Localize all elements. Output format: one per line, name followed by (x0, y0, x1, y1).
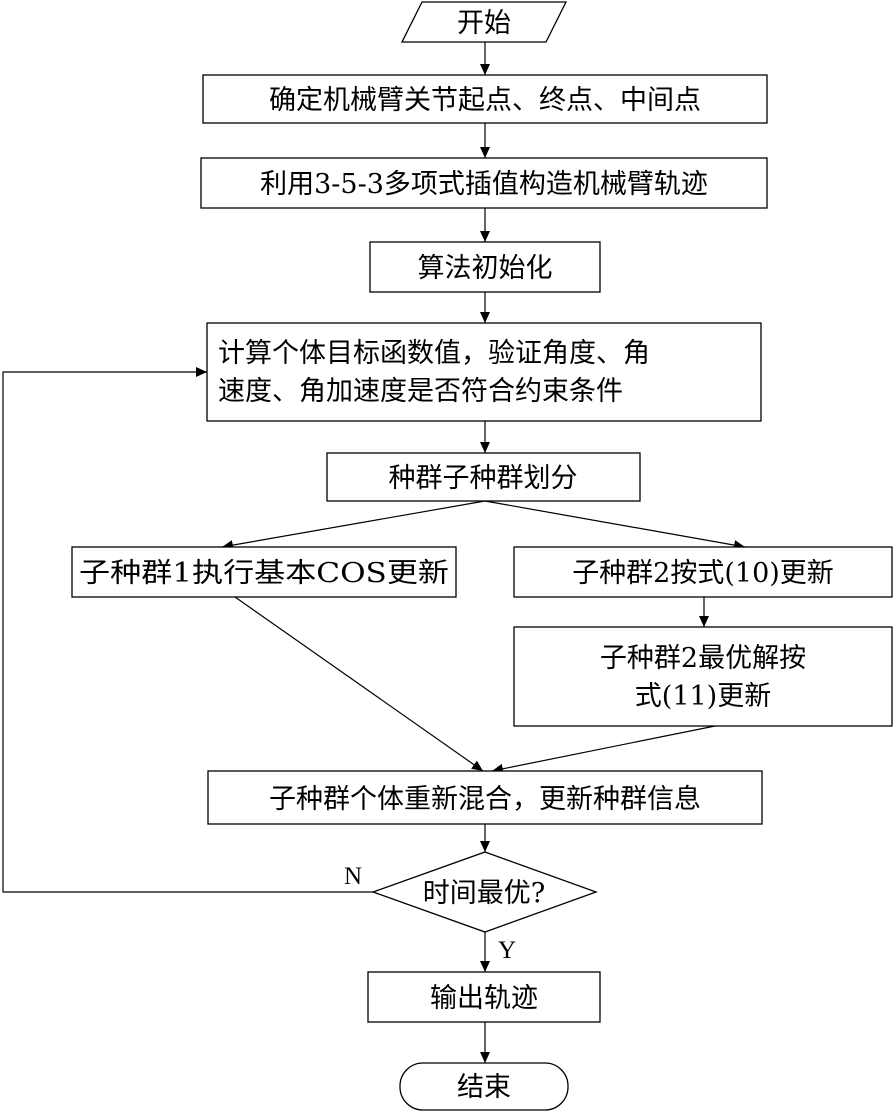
merge-step: 子种群个体重新混合，更新种群信息 (207, 770, 763, 825)
divide-step: 种群子种群划分 (326, 452, 641, 502)
start-node: 开始 (400, 1, 568, 43)
yes-branch-label: Y (498, 937, 516, 964)
edge-divide-to-sub1 (221, 500, 486, 551)
evaluate-label-line2: 速度、角加速度是否符合约束条件 (218, 376, 623, 407)
endpoints-label: 确定机械臂关节起点、终点、中间点 (269, 85, 701, 116)
sub1-label: 子种群1执行基本COS更新 (79, 558, 449, 589)
evaluate-step: 计算个体目标函数值，验证角度、角 速度、角加速度是否符合约束条件 (206, 322, 762, 422)
trajectory-label: 利用3-5-3多项式插值构造机械臂轨迹 (260, 169, 708, 200)
trajectory-step: 利用3-5-3多项式插值构造机械臂轨迹 (200, 157, 768, 209)
end-node: 结束 (399, 1062, 569, 1111)
sub2-best-step: 子种群2最优解按 式(11)更新 (513, 626, 893, 727)
edge-decision-no-loop (2, 367, 373, 893)
end-label: 结束 (457, 1072, 511, 1103)
output-step: 输出轨迹 (367, 971, 601, 1023)
merge-label: 子种群个体重新混合，更新种群信息 (269, 784, 701, 815)
sub2-step: 子种群2按式(10)更新 (513, 546, 893, 598)
sub2-best-label-line1: 子种群2最优解按 (600, 643, 806, 674)
endpoints-step: 确定机械臂关节起点、终点、中间点 (202, 74, 768, 124)
sub2-label: 子种群2按式(10)更新 (572, 558, 834, 589)
decision-label: 时间最优? (423, 878, 545, 909)
sub1-step: 子种群1执行基本COS更新 (71, 546, 457, 598)
edge-divide-to-sub2 (484, 500, 746, 551)
init-label: 算法初始化 (418, 253, 553, 284)
edge-sub1-to-merge (234, 596, 484, 772)
edge-sub2-best-to-merge (491, 725, 716, 774)
no-branch-label: N (344, 863, 362, 890)
divide-label: 种群子种群划分 (389, 463, 578, 494)
decision-node: 时间最优? (371, 851, 598, 933)
init-step: 算法初始化 (369, 241, 601, 293)
output-label: 输出轨迹 (430, 983, 538, 1014)
start-label: 开始 (457, 8, 511, 39)
evaluate-label-line1: 计算个体目标函数值，验证角度、角 (218, 338, 650, 369)
sub2-best-label-line2: 式(11)更新 (635, 681, 771, 712)
